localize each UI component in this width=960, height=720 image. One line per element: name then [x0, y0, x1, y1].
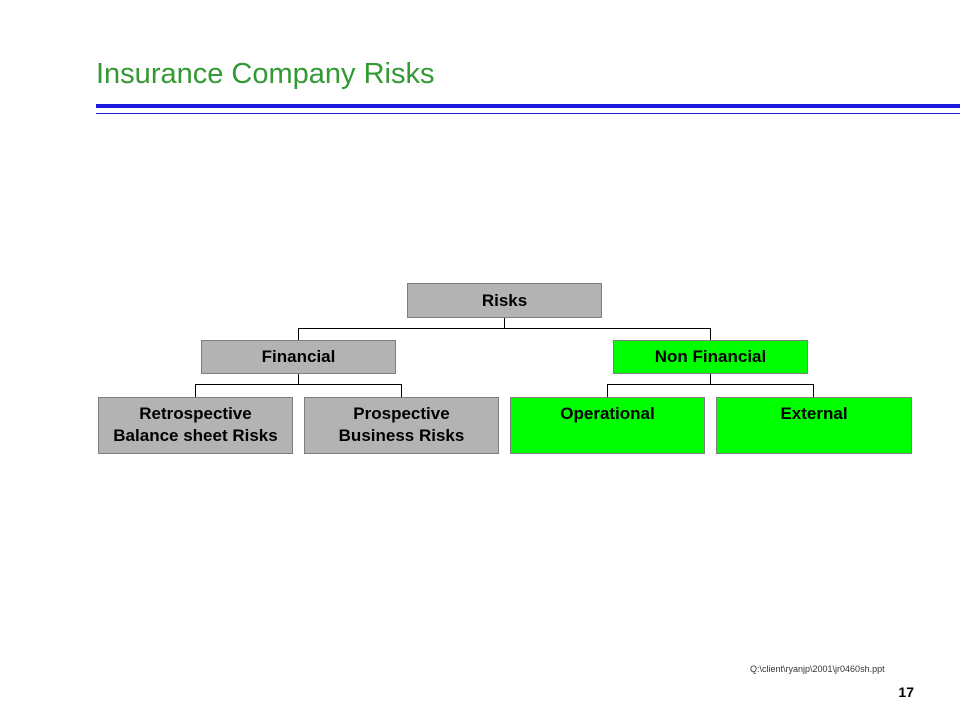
title-rule-thick — [96, 104, 960, 108]
title-rule-thin — [96, 113, 960, 114]
node-risks: Risks — [407, 283, 602, 318]
slide-title: Insurance Company Risks — [96, 58, 435, 90]
node-operational: Operational — [510, 397, 705, 454]
node-retrospective-balance-sheet-risks: Retrospective Balance sheet Risks — [98, 397, 293, 454]
node-non-financial: Non Financial — [613, 340, 808, 374]
node-prospective-business-risks: Prospective Business Risks — [304, 397, 499, 454]
page-number: 17 — [898, 684, 914, 700]
footer-file-path: Q:\client\ryanjp\2001\jr0460sh.ppt — [750, 664, 885, 674]
node-financial: Financial — [201, 340, 396, 374]
node-external: External — [716, 397, 912, 454]
